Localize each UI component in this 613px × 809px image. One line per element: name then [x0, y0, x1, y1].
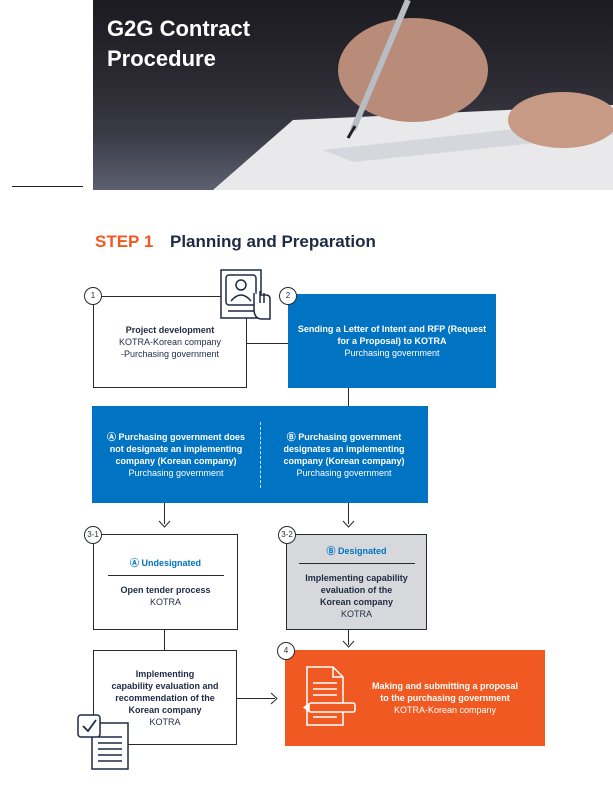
box-title-line: for a Proposal) to KOTRA — [337, 335, 446, 347]
header-photo: G2G Contract Procedure — [93, 0, 613, 190]
step-box-letter-of-intent: Sending a Letter of Intent and RFP (Requ… — [288, 294, 496, 388]
box-subtitle: KOTRA — [149, 716, 180, 728]
step-number: STEP 1 — [95, 232, 153, 252]
arrow-down-icon — [342, 520, 355, 528]
proposal-text: Making and submitting a proposal to the … — [360, 650, 530, 746]
box-title-line: to the purchasing government — [380, 692, 510, 704]
box-line: KOTRA-Korean company — [119, 336, 221, 348]
step-box-undesignated: Ⓐ Undesignated Open tender process KOTRA — [93, 534, 238, 630]
connector — [348, 388, 349, 406]
option-subtitle: Purchasing government — [296, 467, 391, 479]
option-title-line: not designate an implementing — [110, 443, 243, 455]
box-subtitle: KOTRA — [150, 596, 181, 608]
box-header: Ⓑ Designated — [326, 545, 386, 557]
arrow-down-icon — [342, 640, 355, 648]
box-line: -Purchasing government — [121, 348, 219, 360]
box-title-line: evaluation of the — [321, 584, 393, 596]
option-a-box: Ⓐ Purchasing government does not designa… — [96, 406, 256, 503]
step-number-badge: 3-1 — [84, 526, 102, 544]
option-b-box: Ⓑ Purchasing government designates an im… — [264, 406, 424, 503]
option-title-line: designates an implementing — [283, 443, 404, 455]
box-subtitle: KOTRA — [341, 608, 372, 620]
step-box-designated: Ⓑ Designated Implementing capability eva… — [286, 534, 427, 630]
step-number-badge: 2 — [279, 287, 297, 305]
step-title: Planning and Preparation — [170, 232, 376, 252]
box-subtitle: KOTRA-Korean company — [394, 704, 496, 716]
title-line-2: Procedure — [107, 44, 250, 74]
connector — [247, 343, 289, 344]
box-title-line: Making and submitting a proposal — [372, 680, 518, 692]
option-subtitle: Purchasing government — [128, 467, 223, 479]
arrow-down-icon — [158, 520, 171, 528]
connector — [164, 630, 165, 650]
dashed-divider — [260, 422, 261, 488]
step-number-badge: 1 — [84, 287, 102, 305]
box-subtitle: Purchasing government — [344, 347, 439, 359]
option-title-line: Ⓐ Purchasing government does — [107, 431, 245, 443]
profile-document-icon — [220, 269, 272, 323]
option-title-line: Ⓑ Purchasing government — [287, 431, 402, 443]
box-title-line: capability evaluation and — [111, 680, 218, 692]
arrow-right-icon — [270, 692, 278, 705]
box-separator — [108, 575, 224, 576]
page-title: G2G Contract Procedure — [107, 14, 250, 74]
box-header: Ⓐ Undesignated — [130, 557, 201, 569]
option-title-line: company (Korean company) — [283, 455, 404, 467]
box-title: Project development — [126, 324, 215, 336]
box-title-line: Korean company — [320, 596, 393, 608]
box-title-line: Sending a Letter of Intent and RFP (Requ… — [298, 323, 486, 335]
box-title-line: recommendation of the — [115, 692, 215, 704]
checklist-document-icon — [76, 713, 132, 773]
box-title: Open tender process — [120, 584, 210, 596]
step-number-badge: 4 — [277, 642, 295, 660]
document-pen-icon — [303, 665, 359, 731]
box-title-line: Implementing — [136, 668, 195, 680]
option-title-line: company (Korean company) — [115, 455, 236, 467]
title-line-1: G2G Contract — [107, 14, 250, 44]
box-title-line: Implementing capability — [305, 572, 408, 584]
divider — [12, 186, 83, 187]
step-number-badge: 3-2 — [278, 526, 296, 544]
box-title-line: Korean company — [128, 704, 201, 716]
box-separator — [299, 563, 415, 564]
